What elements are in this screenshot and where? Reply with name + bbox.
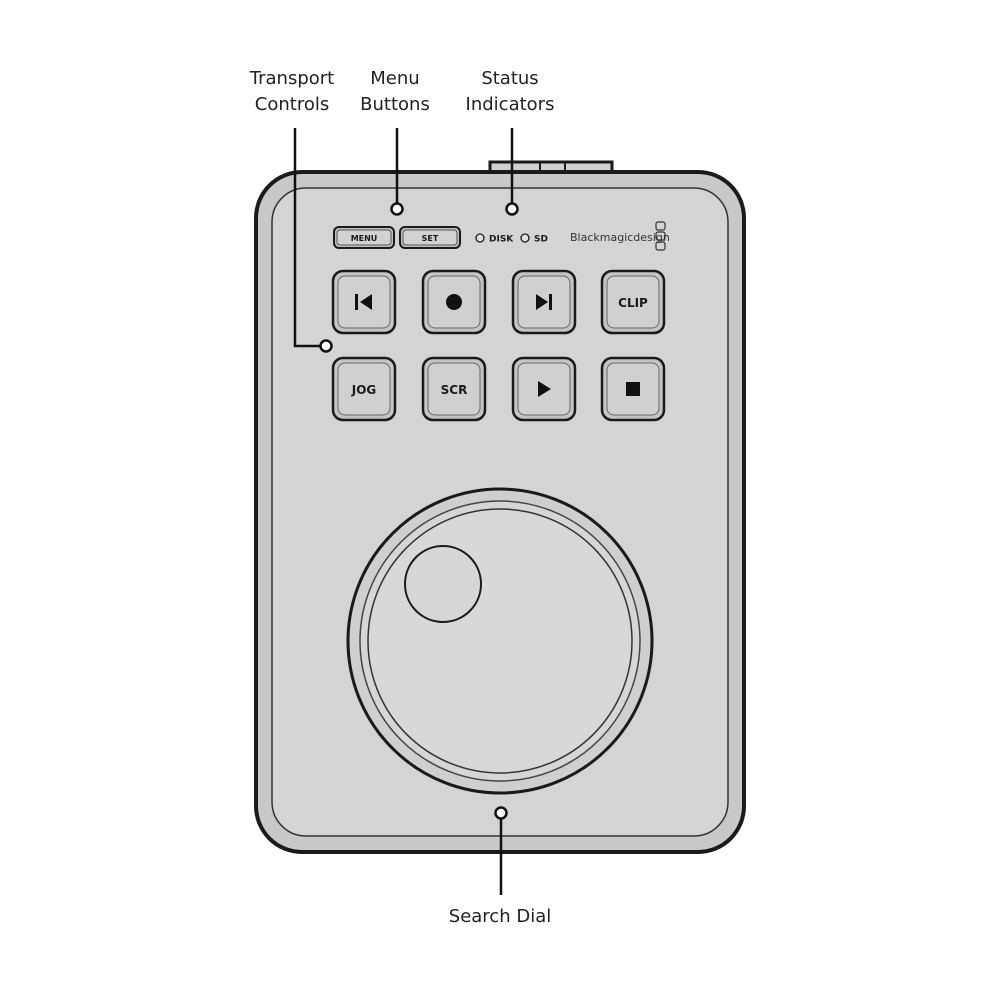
callout-transport-line xyxy=(293,128,333,353)
clip-button-label: CLIP xyxy=(618,296,648,310)
search-dial[interactable] xyxy=(346,487,654,795)
sd-indicator: SD xyxy=(520,233,548,245)
play-icon xyxy=(538,381,551,397)
next-icon xyxy=(536,294,552,310)
stop-icon xyxy=(626,382,640,396)
sd-indicator-label: SD xyxy=(534,235,548,245)
scr-button-label: SCR xyxy=(441,383,468,397)
menu-button[interactable]: MENU xyxy=(333,226,395,249)
stop-button[interactable] xyxy=(600,356,666,422)
callout-menu-line xyxy=(390,128,404,216)
jog-button[interactable]: JOG xyxy=(331,356,397,422)
play-button[interactable] xyxy=(511,356,577,422)
search-dial-label: Search Dial xyxy=(448,906,552,927)
transport-controls-label: Transport Controls xyxy=(249,68,335,115)
brand-logo: Blackmagicdesign xyxy=(570,231,670,244)
set-button-label: SET xyxy=(422,234,439,243)
previous-button[interactable] xyxy=(331,269,397,335)
callout-dial-line xyxy=(494,806,508,895)
clip-button[interactable]: CLIP xyxy=(600,269,666,335)
record-button[interactable] xyxy=(421,269,487,335)
callout-status-line xyxy=(505,128,519,216)
jog-button-label: JOG xyxy=(351,383,377,397)
connector-tab xyxy=(488,160,614,172)
set-button[interactable]: SET xyxy=(399,226,461,249)
status-indicators-label: Status Indicators xyxy=(465,68,555,115)
disk-indicator-label: DISK xyxy=(489,235,514,245)
next-button[interactable] xyxy=(511,269,577,335)
disk-indicator: DISK xyxy=(475,233,514,245)
dial-finger-dimple xyxy=(404,545,482,623)
menu-button-label: MENU xyxy=(351,234,378,243)
scr-button[interactable]: SCR xyxy=(421,356,487,422)
record-icon xyxy=(446,294,462,310)
brand-squares-icon xyxy=(655,221,666,251)
menu-buttons-label: Menu Buttons xyxy=(360,68,430,115)
previous-icon xyxy=(355,294,372,310)
